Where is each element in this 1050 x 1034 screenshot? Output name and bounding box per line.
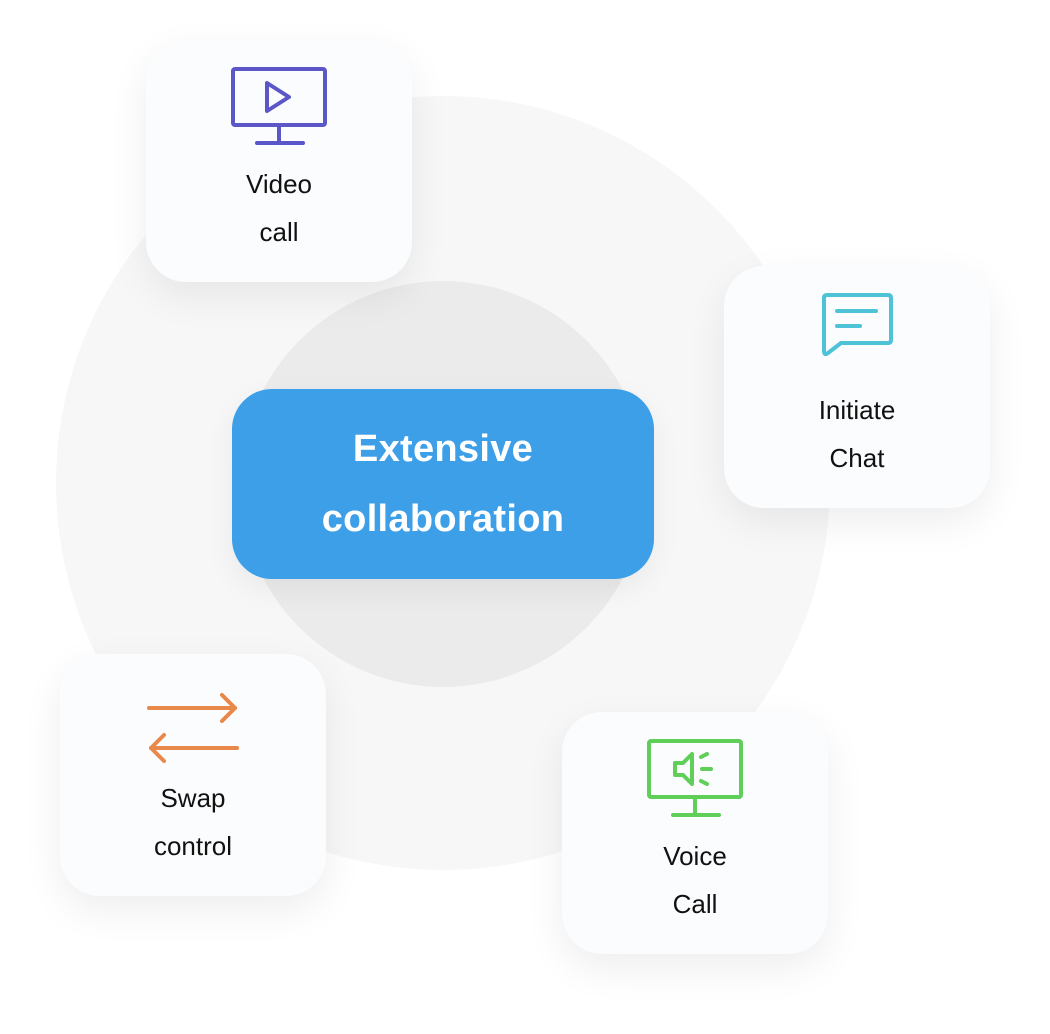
feature-card-video-call[interactable]: Video call (146, 40, 412, 282)
feature-label-line1: Swap (160, 783, 226, 813)
feature-label-line1: Video (245, 169, 313, 199)
chat-bubble-icon (822, 293, 893, 357)
feature-label-line1: Voice (663, 841, 727, 871)
center-hub-extensive-collaboration: Extensive collaboration (232, 389, 654, 579)
feature-card-initiate-chat[interactable]: Initiate Chat (724, 266, 990, 508)
voice-monitor-speaker-icon (647, 739, 743, 817)
video-monitor-play-icon (231, 67, 327, 145)
center-title-line1: Extensive (352, 428, 534, 470)
feature-label-line1: Initiate (818, 395, 896, 425)
feature-label-line2: Chat (829, 443, 885, 473)
feature-card-voice-call[interactable]: Voice Call (562, 712, 828, 954)
feature-label-line2: Call (672, 889, 718, 919)
feature-card-swap-control[interactable]: Swap control (60, 654, 326, 896)
center-title-line2: collaboration (321, 498, 565, 540)
feature-label-line2: call (259, 217, 299, 247)
swap-arrows-icon (147, 693, 239, 763)
feature-label-line2: control (153, 831, 233, 861)
